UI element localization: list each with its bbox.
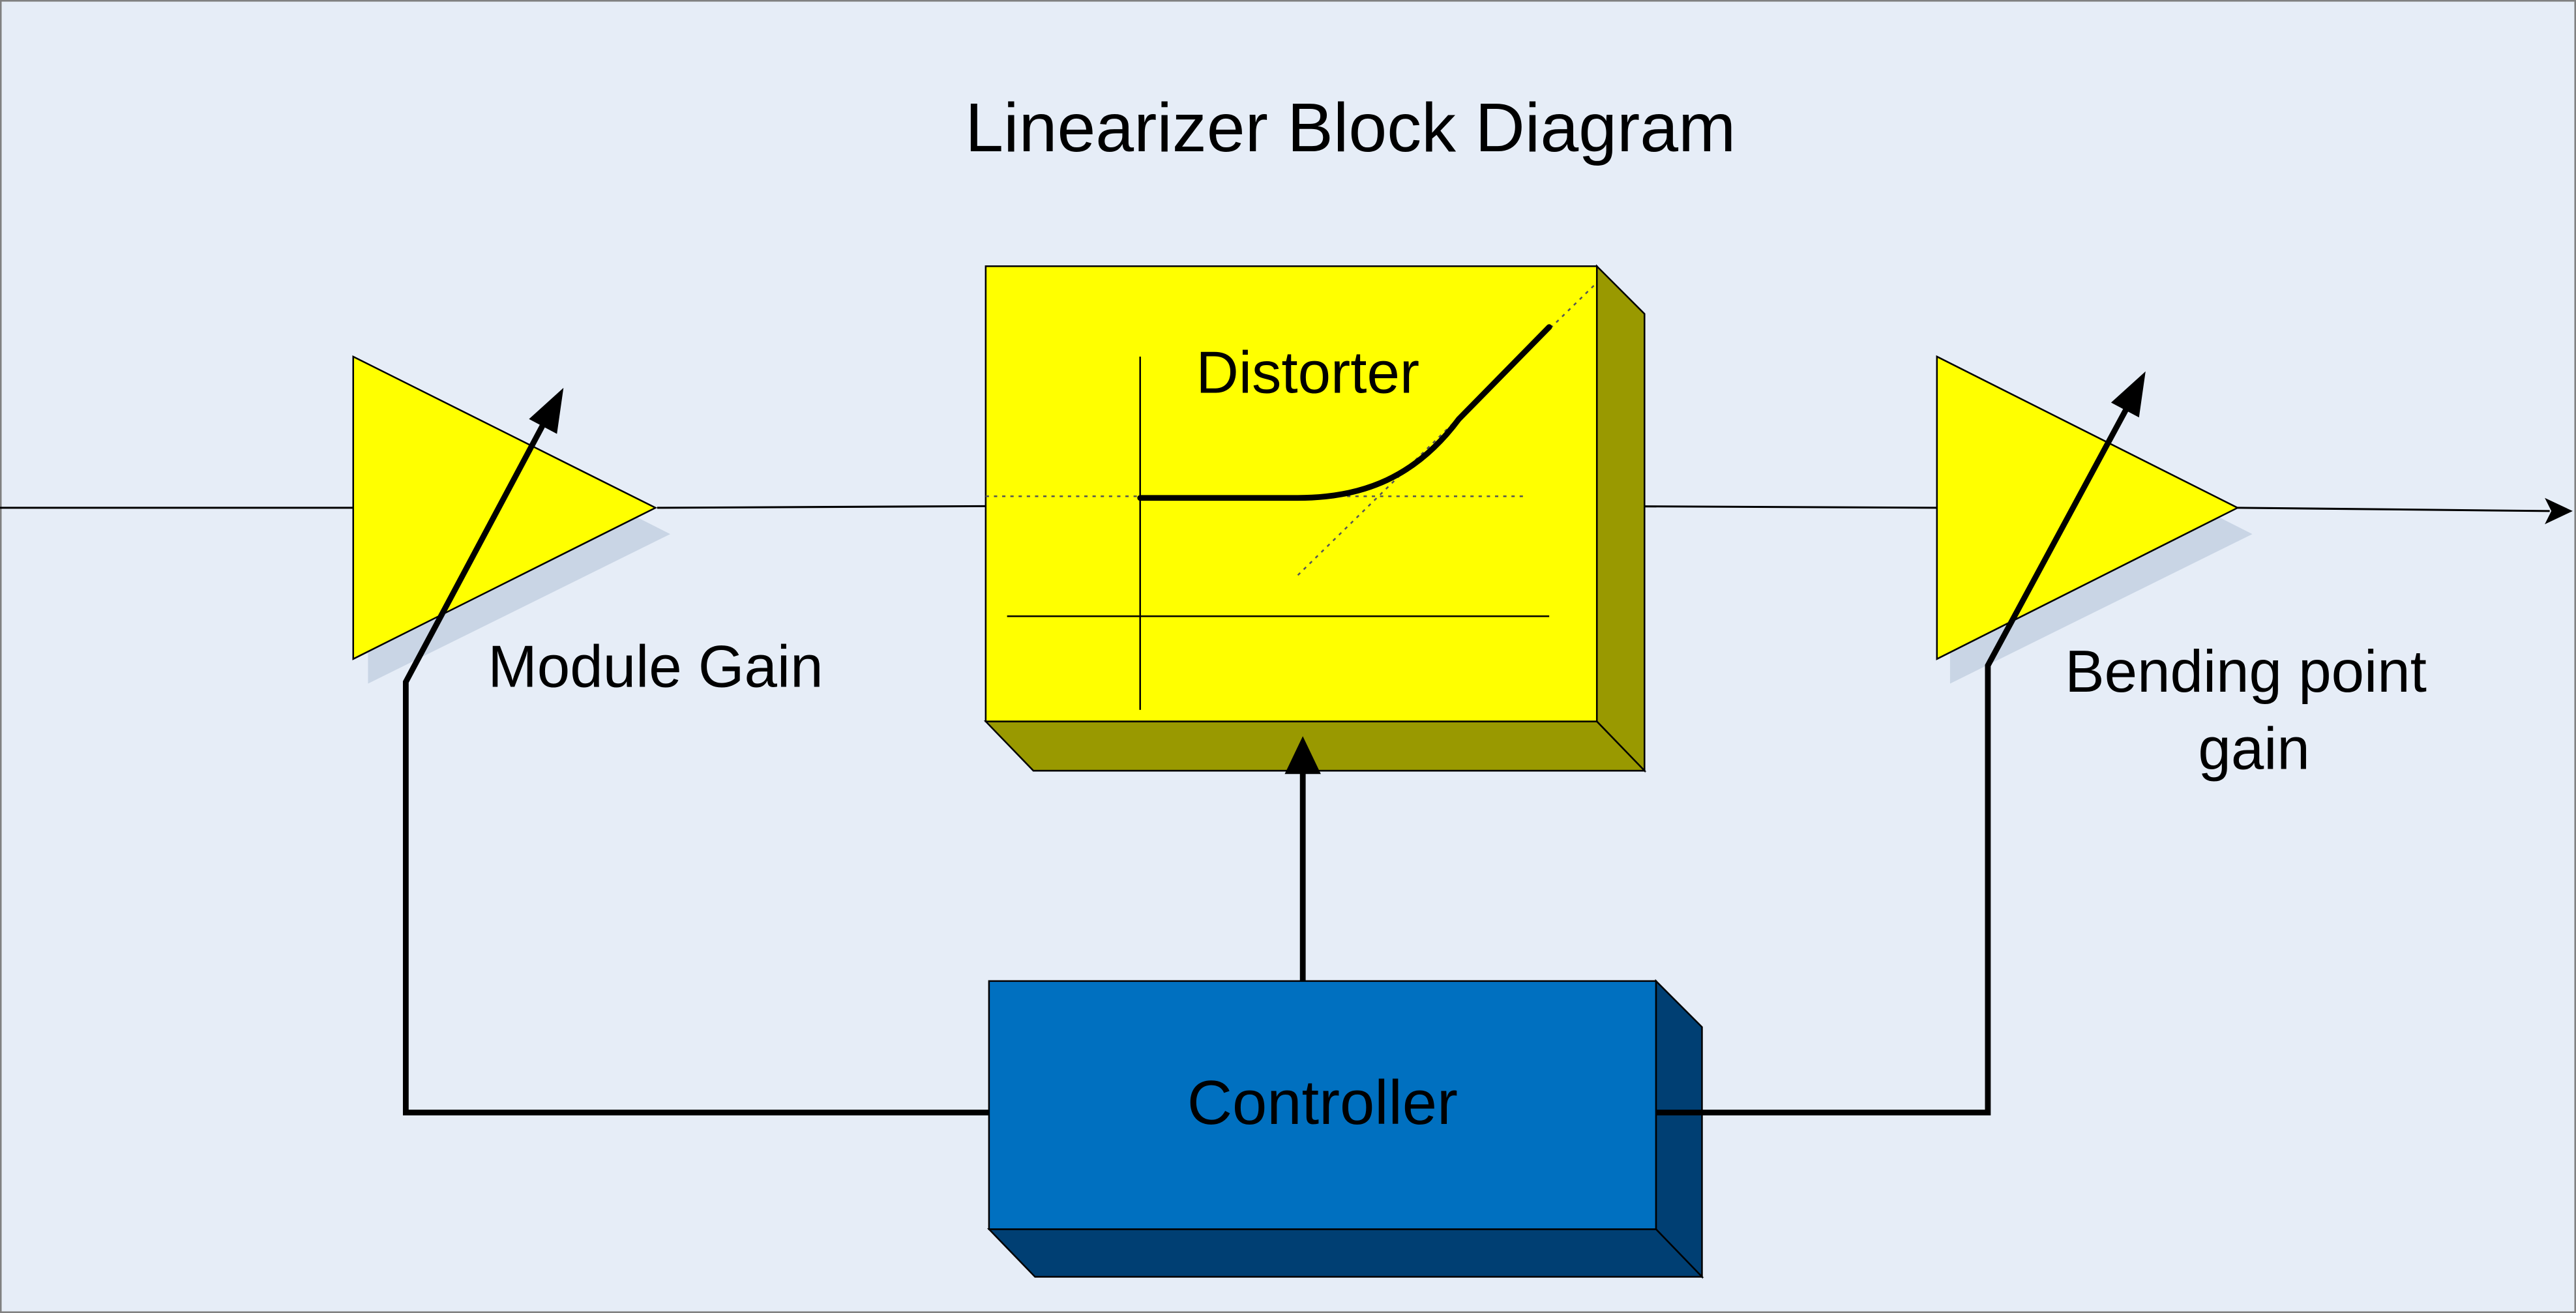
- bending-point-gain-label-line2: gain: [2198, 716, 2309, 782]
- controller-front-face: [988, 980, 1657, 1230]
- module-gain-adjust-arrow-icon: [529, 387, 564, 434]
- output-arrowhead-icon: [2545, 497, 2573, 525]
- control-line-module-gain: [402, 413, 989, 1115]
- distorter-front-face: [985, 265, 1598, 722]
- control-line-bending-point-gain: [1655, 396, 2135, 1115]
- controller-bottom-face: [986, 1228, 1704, 1278]
- module-gain-triangle-icon: [352, 355, 658, 660]
- diagram-title: Linearizer Block Diagram: [965, 89, 1736, 166]
- distorter-control-arrow-icon: [1284, 736, 1321, 775]
- distorter-block: [983, 264, 1647, 773]
- distorter-side-face: [1595, 264, 1646, 773]
- controller-label: Controller: [1187, 1068, 1458, 1138]
- controller-block: [986, 979, 1704, 1279]
- distorter-transfer-curve: [985, 282, 1598, 710]
- bending-point-gain-triangle-icon: [1936, 355, 2240, 660]
- control-lines: [402, 396, 2135, 1115]
- bending-point-gain-label-line1: Bending point: [2065, 639, 2427, 705]
- bending-point-gain-adjust-arrow-icon: [2110, 371, 2146, 418]
- signal-path: [0, 505, 2550, 512]
- bending-point-gain-amplifier: [1936, 355, 2253, 684]
- bending-point-gain-label: Bending point gain: [2065, 639, 2443, 782]
- module-gain-label: Module Gain: [488, 634, 823, 700]
- controller-side-face: [1655, 979, 1703, 1279]
- distorter-label: Distorter: [1196, 340, 1419, 406]
- graph-transfer-curve: [1137, 324, 1552, 501]
